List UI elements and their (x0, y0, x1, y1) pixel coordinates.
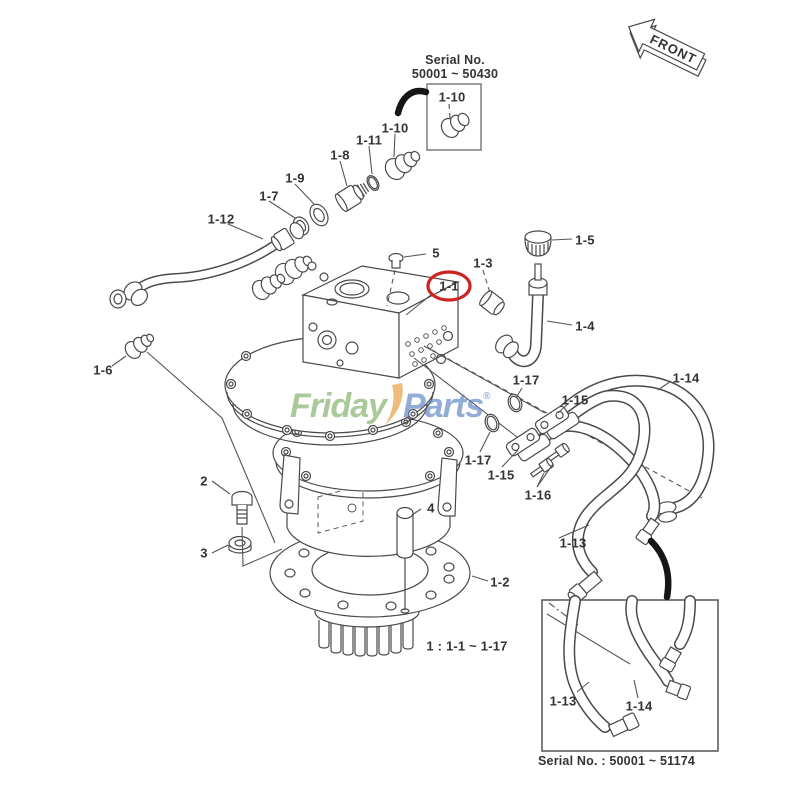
leader-lines (111, 133, 672, 699)
pipe-assembly (479, 230, 552, 368)
inset-hose-right (659, 595, 696, 673)
o-ring-1-11 (366, 175, 380, 191)
nut-part-3 (228, 535, 252, 554)
part-label-1-1: 1-1 (439, 278, 459, 294)
part-label-1-11: 1-11 (355, 132, 383, 148)
bottom-hose-inset (541, 595, 719, 752)
watermark-swoosh-icon (385, 383, 403, 425)
part-label-1-8: 1-8 (330, 147, 350, 163)
top-serial-range: 50001 ~ 50430 (411, 67, 499, 81)
clamp-1-15-b (505, 427, 551, 462)
hose-1-14 (554, 374, 715, 523)
nut-1-7 (289, 216, 310, 240)
part-label-1-13: 1-13 (559, 535, 587, 551)
upper-flange (272, 412, 464, 517)
watermark-word2: Parts (403, 387, 484, 425)
part-label-1-10: 1-10 (381, 120, 409, 136)
lower-flange (269, 528, 471, 618)
fitting-chain (109, 150, 421, 359)
part-label-1-5: 1-5 (575, 232, 595, 248)
bottom-serial: Serial No. : 50001 ~ 51174 (538, 754, 696, 768)
top-serial-inset (394, 83, 482, 151)
valve-block (251, 255, 460, 379)
pipe-elbow-fitting (495, 334, 519, 359)
inset-pointer-arc (394, 87, 430, 117)
fitting-1-8 (334, 182, 370, 212)
watermark-registered-mark: ® (483, 391, 490, 402)
highlight-ellipse-1-1 (426, 270, 472, 302)
part-label-4: 4 (427, 500, 435, 516)
part-label-1-6: 1-6 (93, 362, 113, 378)
fitting-1-3 (479, 290, 505, 316)
inset-part-label-1-13: 1-13 (549, 693, 577, 709)
part-label-1-2: 1-2 (490, 574, 510, 590)
swing-drive-assembly (224, 252, 471, 657)
motor-rim-bolts (225, 350, 435, 442)
inset-hose-left (563, 595, 640, 738)
part-label-1-9: 1-9 (285, 170, 305, 186)
pin-part-4 (396, 506, 414, 614)
bolt-part-2 (231, 490, 253, 525)
part-label-1-7: 1-7 (259, 188, 279, 204)
o-ring-1-17-b (484, 413, 500, 433)
part-label-1-12: 1-12 (207, 211, 235, 227)
part-label-1-3: 1-3 (473, 255, 493, 271)
inset-part-label-1-14: 1-14 (625, 698, 653, 714)
part-label-inset-1-10: 1-10 (438, 89, 466, 105)
part-label-1-17-b: 1-17 (464, 452, 492, 468)
hose-1-12 (109, 227, 295, 309)
part-label-2: 2 (200, 473, 208, 489)
part-label-1-15-a: 1-15 (561, 392, 589, 408)
ratio-note: 1 : 1-1 ~ 1-17 (426, 638, 508, 654)
part-label-1-17-a: 1-17 (512, 372, 540, 388)
watermark: Friday Parts® (290, 381, 491, 427)
part-label-5: 5 (432, 245, 440, 261)
clamp-1-15-a (534, 405, 580, 440)
o-ring-1-17-a (507, 393, 523, 413)
box-pointer-arc (647, 537, 672, 601)
front-arrow: FRONT (627, 18, 707, 77)
block-top-fitting-2 (251, 273, 286, 301)
washer-1-9 (309, 203, 329, 227)
part-label-3: 3 (200, 545, 208, 561)
part-label-1-14: 1-14 (672, 370, 700, 386)
fitting-1-6 (124, 333, 155, 359)
valve-block-ports (405, 325, 454, 367)
fitting-1-10 (384, 150, 421, 181)
part-label-1-15-b: 1-15 (487, 467, 515, 483)
top-serial-title: Serial No. (425, 53, 485, 67)
part-label-1-16: 1-16 (524, 487, 552, 503)
hose-1-12-elbow (123, 281, 149, 307)
watermark-word1: Friday (290, 387, 387, 425)
part-label-1-4: 1-4 (575, 318, 595, 334)
inset-hose-middle (625, 595, 692, 701)
bolt-1-16-a (545, 442, 570, 463)
bolt-part-5 (386, 252, 404, 307)
cap-1-5 (524, 230, 552, 257)
